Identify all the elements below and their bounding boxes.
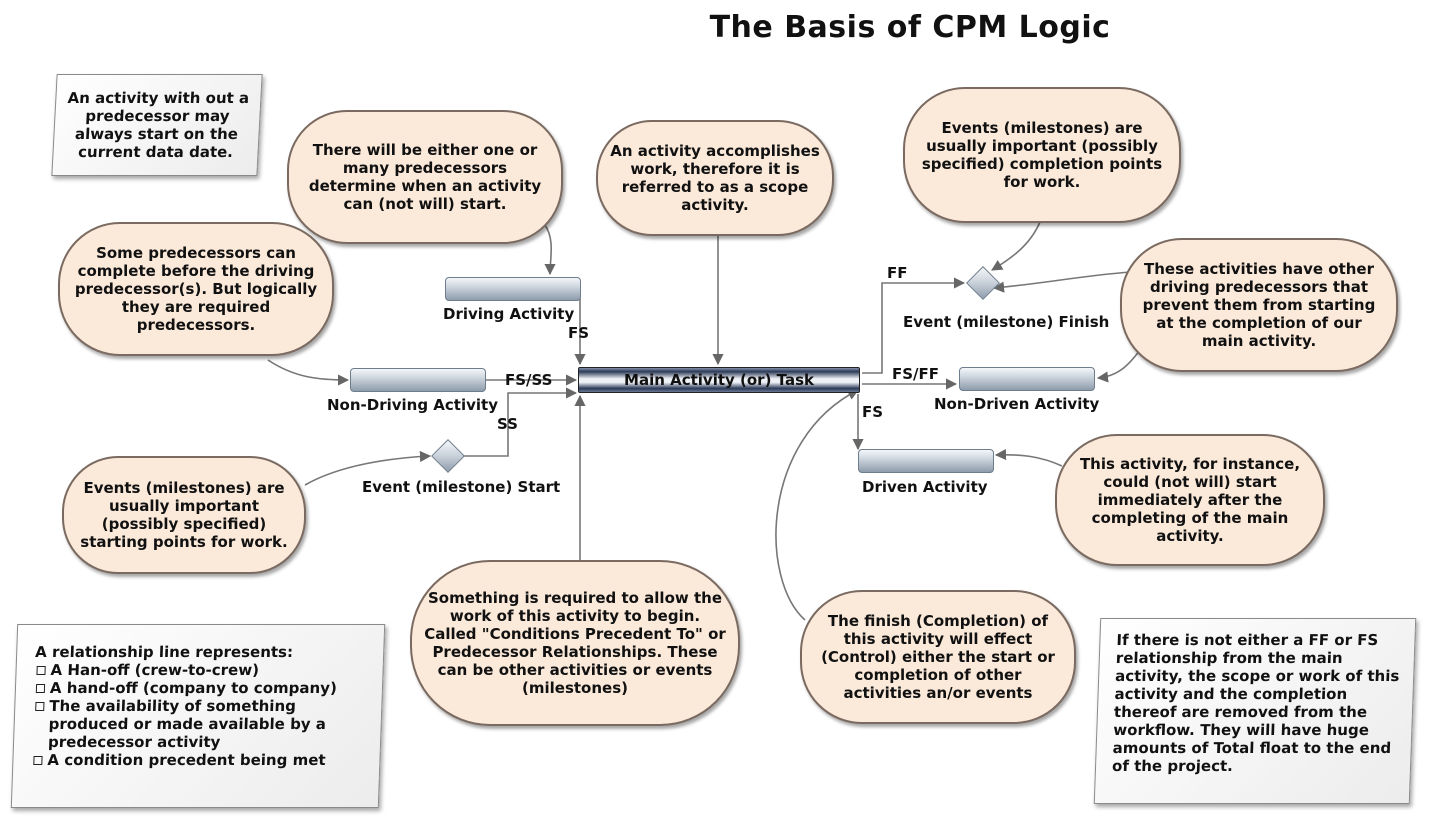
callout-events-finish: Events (milestones) are usually importan…: [903, 87, 1181, 223]
list-item: A Han-off (crew-to-crew): [34, 661, 375, 679]
callout-predecessors: There will be either one or many predece…: [287, 110, 563, 244]
event-start-label: Event (milestone) Start: [362, 478, 561, 496]
non-driven-activity-bar: [959, 367, 1095, 391]
relationship-ff: FF: [887, 264, 908, 282]
note-no-predecessor-text: An activity with out a predecessor may a…: [67, 89, 250, 161]
driving-activity-label: Driving Activity: [443, 305, 575, 323]
relationship-fs-driven: FS: [862, 403, 884, 421]
callout-non-driving: Some predecessors can complete before th…: [58, 222, 334, 356]
callout-events-finish-text: Events (milestones) are usually importan…: [921, 119, 1163, 191]
relationship-fs-ff: FS/FF: [892, 365, 940, 383]
callout-other-drivers-text: These activities have other driving pred…: [1142, 260, 1376, 350]
callout-conditions-text: Something is required to allow the work …: [424, 589, 726, 697]
note-no-ff-fs: If there is not either a FF or FS relati…: [1093, 618, 1417, 804]
callout-conditions-precedent: Something is required to allow the work …: [410, 560, 740, 726]
page-title: The Basis of CPM Logic: [709, 10, 1111, 45]
main-activity-bar: Main Activity (or) Task: [578, 367, 860, 393]
callout-other-drivers: These activities have other driving pred…: [1120, 238, 1398, 372]
callout-scope-text: An activity accomplishes work, therefore…: [610, 142, 820, 214]
callout-finish-effect: The finish (Completion) of this activity…: [800, 590, 1076, 724]
callout-driven-text: This activity, for instance, could (not …: [1079, 455, 1301, 545]
relationship-fs-ss: FS/SS: [505, 371, 553, 389]
note-no-predecessor: An activity with out a predecessor may a…: [51, 74, 263, 176]
relationship-ss: SS: [497, 415, 518, 433]
main-activity-label: Main Activity (or) Task: [624, 371, 814, 389]
callout-events-start-text: Events (milestones) are usually importan…: [80, 479, 288, 551]
callout-driven-activity: This activity, for instance, could (not …: [1055, 434, 1325, 566]
driving-activity-bar: [445, 277, 581, 301]
relationship-fs-driving: FS: [568, 324, 590, 342]
non-driven-activity-label: Non-Driven Activity: [934, 395, 1100, 413]
relationship-heading: A relationship line represents:: [34, 643, 294, 661]
callout-finish-effect-text: The finish (Completion) of this activity…: [821, 612, 1055, 702]
list-item: A hand-off (company to company): [34, 679, 375, 697]
note-relationship-line: A relationship line represents: A Han-of…: [10, 624, 386, 808]
driven-activity-bar: [858, 449, 994, 473]
callout-non-driving-text: Some predecessors can complete before th…: [74, 244, 318, 334]
list-item: The availability of something produced o…: [32, 697, 374, 751]
non-driving-activity-bar: [350, 368, 486, 392]
event-finish-label: Event (milestone) Finish: [903, 313, 1110, 331]
list-item: A condition precedent being met: [31, 751, 372, 769]
callout-events-start: Events (milestones) are usually importan…: [62, 456, 306, 574]
note-no-ff-fs-text: If there is not either a FF or FS relati…: [1111, 631, 1400, 775]
callout-predecessors-text: There will be either one or many predece…: [308, 141, 542, 213]
non-driving-activity-label: Non-Driving Activity: [327, 396, 498, 414]
relationship-list: A Han-off (crew-to-crew) A hand-off (com…: [31, 661, 375, 769]
driven-activity-label: Driven Activity: [862, 478, 988, 496]
callout-scope-activity: An activity accomplishes work, therefore…: [596, 120, 834, 236]
